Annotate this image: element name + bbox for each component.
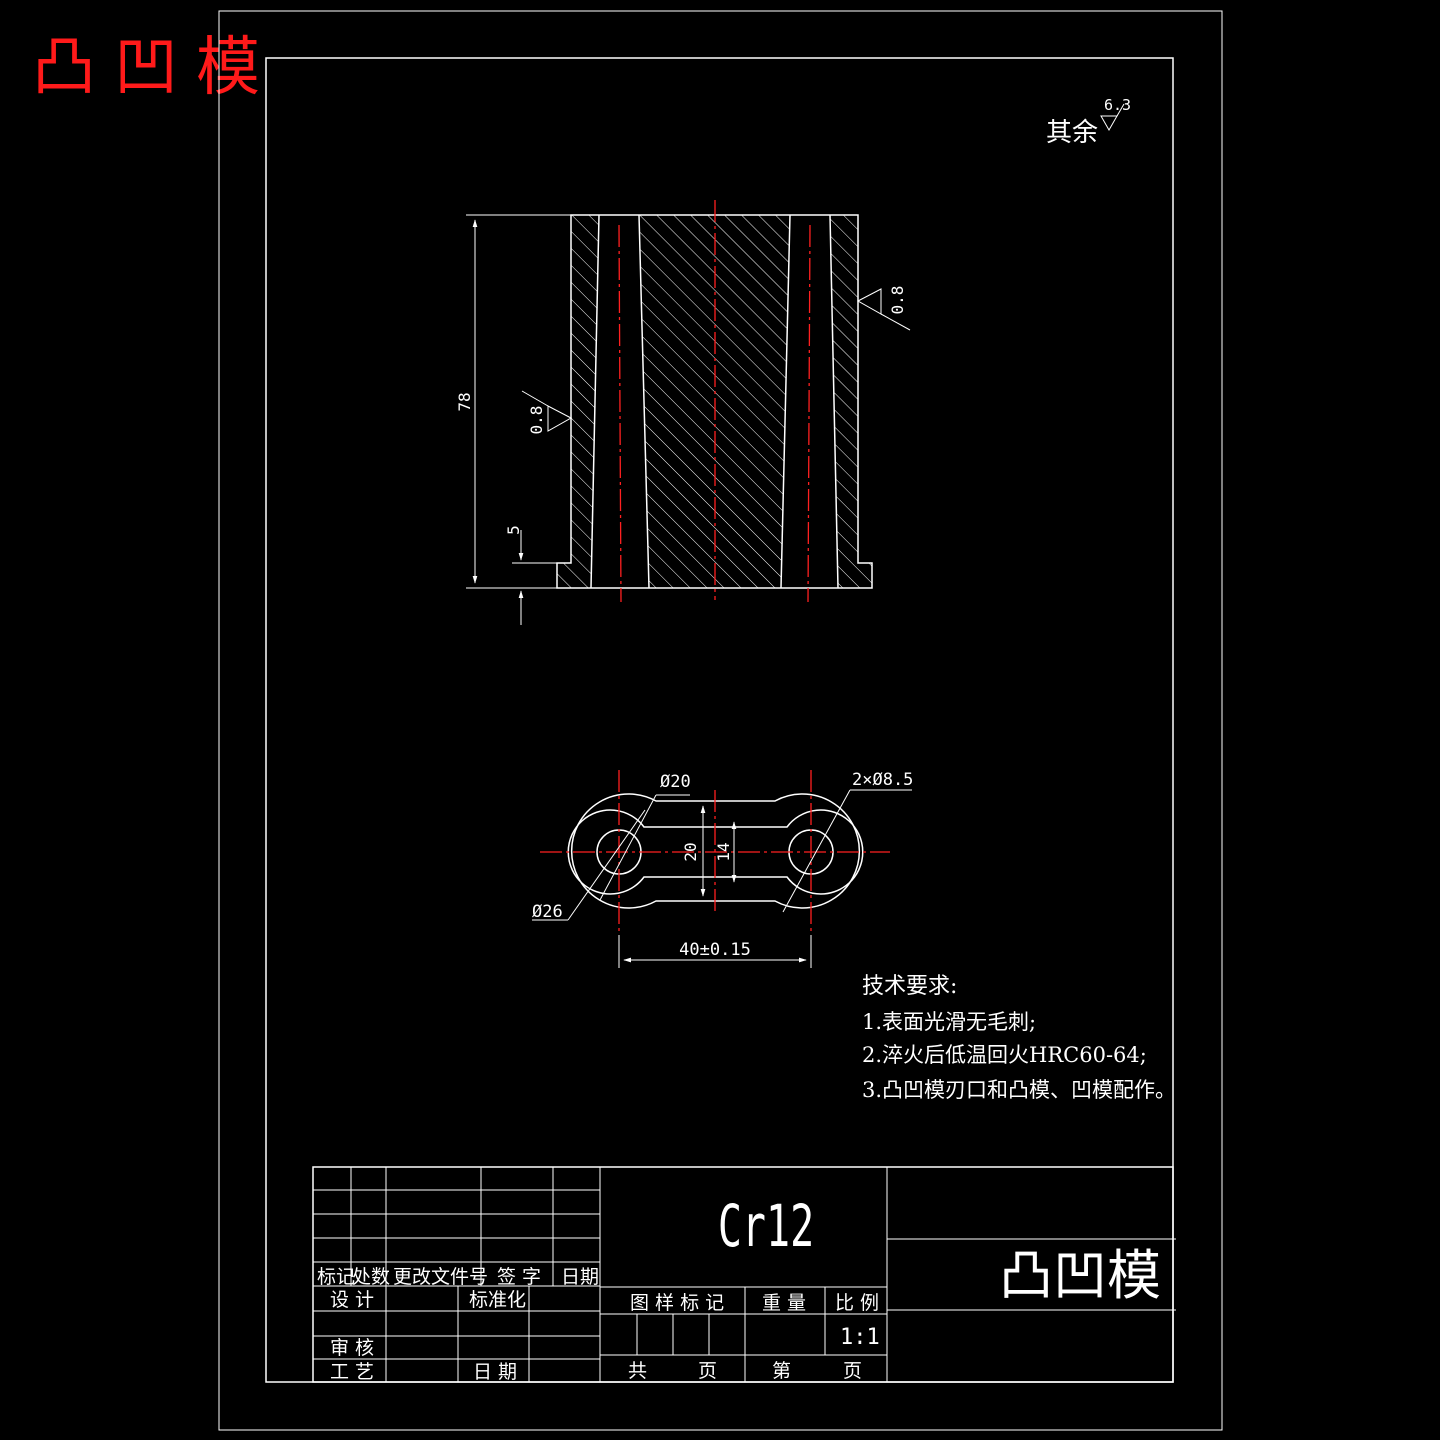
rev-header-sign: 签 字 [497,1266,541,1288]
svg-text:0.8: 0.8 [888,286,907,315]
front-section-view: 78 5 0.8 0.8 [455,200,911,625]
corner-title: 凸凹模 [32,31,278,105]
pages-label: 页 [698,1360,717,1382]
rev-header-mark: 标记 [317,1266,355,1288]
part-name: 凸凹模 [999,1244,1161,1307]
design-label: 设 计 [330,1289,374,1311]
boss-diameter-label: Ø20 [660,772,691,792]
tech-item: 3.凸凹模刃口和凸模、凹模配作。 [862,1078,1176,1102]
total-pages-label: 共 [628,1360,647,1382]
roughness-left-symbol: 0.8 [521,390,573,435]
technical-requirements: 技术要求: 1.表面光滑无毛刺; 2.淬火后低温回火HRC60-64; 3.凸凹… [862,974,1176,1102]
outer-diameter-label: Ø26 [532,902,563,922]
left-wall-hatch [557,215,599,588]
rev-header-date: 日期 [561,1266,599,1288]
scale-label: 比 例 [835,1292,879,1314]
top-view: Ø20 2×Ø8.5 Ø26 20 14 40±0.15 [532,770,913,968]
rev-header-count: 处数 [352,1266,390,1288]
inner-width-dimension: 14 [714,842,733,861]
surface-finish-label: 其余 [1046,118,1098,148]
surface-finish-value: 6.3 [1104,96,1131,114]
surface-finish-note: 其余 6.3 [1046,96,1131,148]
title-block: 标记 处数 更改文件号 签 字 日期 设 计 标准化 审 核 工 艺 日 期 C… [312,1166,1176,1383]
svg-text:0.8: 0.8 [527,406,546,435]
review-label: 审 核 [330,1337,374,1359]
process-label: 工 艺 [330,1361,374,1383]
right-wall-hatch [830,215,872,588]
tech-item: 2.淬火后低温回火HRC60-64; [862,1043,1147,1067]
center-distance-dimension: 40±0.15 [679,940,751,960]
flange-dimension: 5 [504,525,523,535]
rev-header-doc: 更改文件号 [393,1266,488,1288]
drawing-mark-label: 图 样 标 记 [630,1292,724,1314]
standardize-label: 标准化 [469,1289,526,1311]
outer-border [218,10,1223,1431]
material-label: Cr12 [718,1193,814,1260]
height-dimension: 78 [455,392,474,411]
nth-page-label: 第 [772,1360,791,1382]
tech-heading: 技术要求: [862,974,957,999]
weight-label: 重 量 [762,1292,806,1314]
hole-diameter-label: 2×Ø8.5 [852,770,913,790]
scale-value: 1:1 [840,1325,880,1350]
date-label: 日 期 [473,1361,517,1383]
tech-item: 1.表面光滑无毛刺; [862,1010,1036,1034]
outer-width-dimension: 20 [681,842,700,861]
roughness-right-symbol: 0.8 [856,286,911,331]
page2-label: 页 [843,1360,862,1382]
